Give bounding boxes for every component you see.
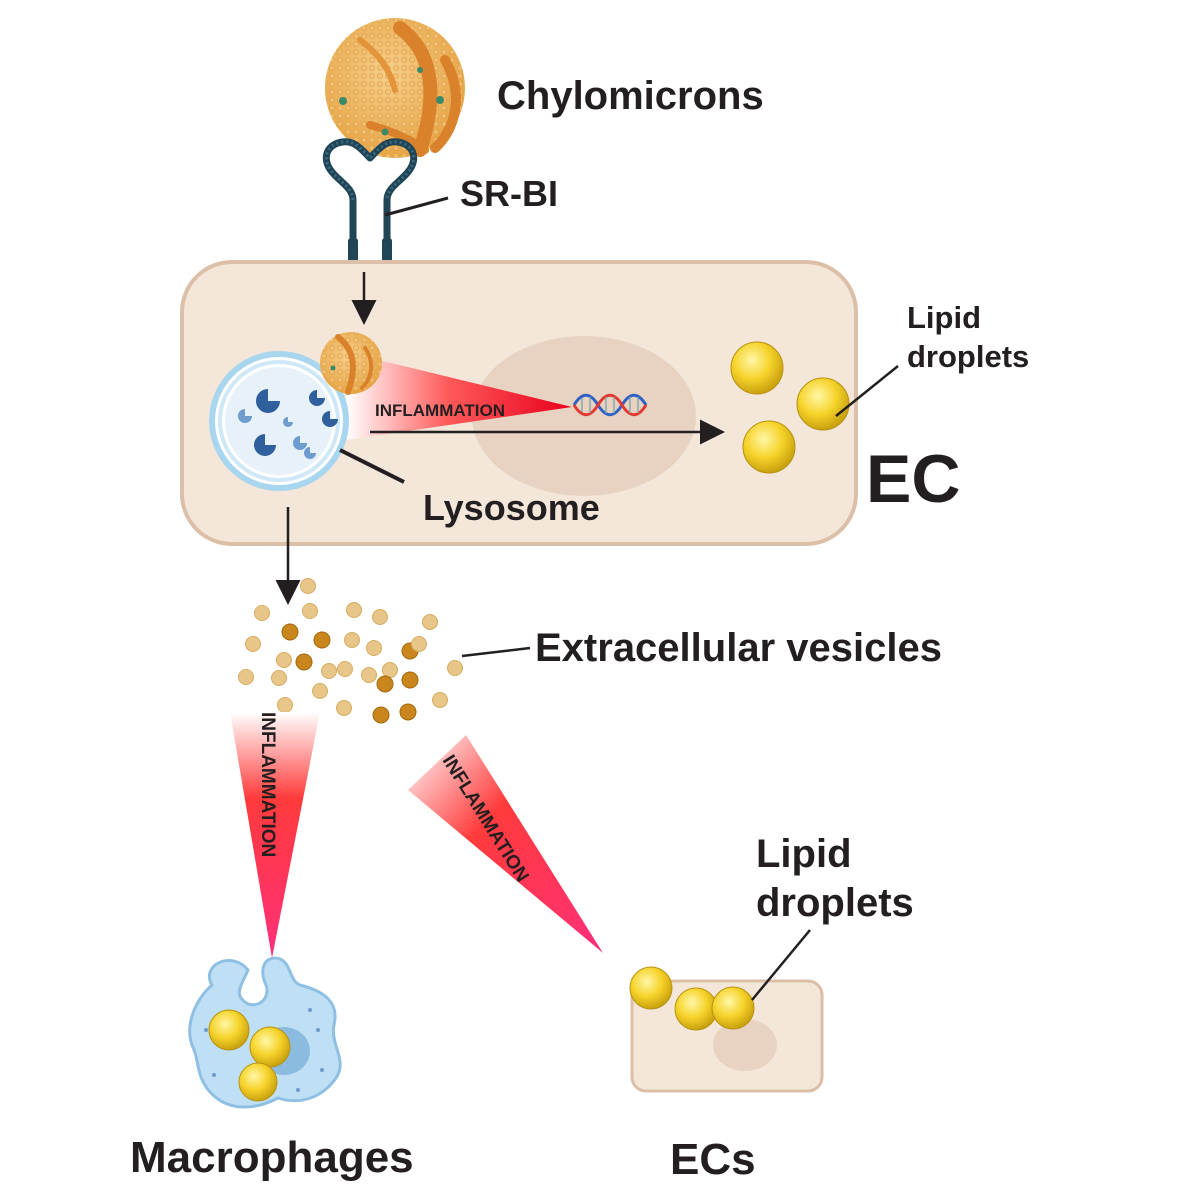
lipid-droplets-top-label-line2: droplets bbox=[907, 339, 1029, 374]
sr-bi-receptor bbox=[322, 138, 418, 270]
macrophages-label: Macrophages bbox=[130, 1133, 414, 1182]
inflammation-label-macrophage: INFLAMMATION bbox=[257, 712, 278, 857]
vesicle bbox=[254, 605, 270, 621]
chylomicron-particle bbox=[325, 18, 465, 158]
vesicle bbox=[271, 670, 287, 686]
extracellular-vesicles bbox=[238, 578, 463, 724]
vesicle bbox=[277, 697, 293, 713]
vesicle bbox=[300, 578, 316, 594]
vesicle bbox=[321, 663, 337, 679]
lysosome-enzymes bbox=[238, 389, 338, 459]
vesicle bbox=[411, 636, 427, 652]
lipid-droplets-bottom-label-line1: Lipid bbox=[756, 832, 852, 876]
vesicle bbox=[372, 609, 388, 625]
vesicle bbox=[447, 660, 463, 676]
vesicle bbox=[376, 675, 394, 693]
inflammation-wedge-macrophage bbox=[230, 712, 320, 958]
vesicle bbox=[295, 653, 313, 671]
vesicle bbox=[238, 669, 254, 685]
lysosome-label: Lysosome bbox=[423, 487, 600, 528]
vesicle bbox=[399, 703, 417, 721]
ec-label: EC bbox=[866, 441, 960, 517]
sr-bi-leader-line bbox=[384, 196, 449, 217]
vesicle bbox=[432, 692, 448, 708]
vesicle bbox=[312, 683, 328, 699]
vesicle bbox=[245, 636, 261, 652]
lipid-droplets-top-label-line1: Lipid bbox=[907, 300, 981, 335]
vesicle bbox=[422, 614, 438, 630]
inflammation-label-ec: INFLAMMATION bbox=[375, 401, 505, 420]
vesicle bbox=[336, 700, 352, 716]
vesicle bbox=[372, 706, 390, 724]
vesicle bbox=[401, 671, 419, 689]
inflammation-wedge-ecs bbox=[408, 735, 603, 953]
sr-bi-label: SR-BI bbox=[460, 173, 558, 214]
vesicle bbox=[281, 623, 299, 641]
vesicle bbox=[302, 603, 318, 619]
vesicle bbox=[313, 631, 331, 649]
lipid-droplets-top-leader bbox=[835, 365, 899, 417]
internalized-chylomicron bbox=[320, 332, 382, 395]
lysosome-leader-line bbox=[339, 448, 405, 484]
ecs-label: ECs bbox=[670, 1135, 756, 1184]
lipid-droplets-bottom-label-line2: droplets bbox=[756, 881, 914, 925]
vesicle bbox=[276, 652, 292, 668]
vesicle bbox=[366, 640, 382, 656]
dna-icon bbox=[572, 393, 648, 417]
extracellular-vesicles-label: Extracellular vesicles bbox=[535, 626, 942, 670]
lipid-droplets-ec bbox=[730, 341, 850, 474]
vesicle bbox=[361, 667, 377, 683]
lipid-droplets-bottom-leader bbox=[751, 929, 811, 1001]
vesicle bbox=[346, 602, 362, 618]
chylomicrons-label: Chylomicrons bbox=[497, 74, 764, 118]
vesicle bbox=[382, 662, 398, 678]
lipid-droplets-ecs bbox=[629, 966, 755, 1031]
ev-leader-line bbox=[461, 646, 531, 658]
inflammation-wedge-ec bbox=[346, 352, 572, 440]
vesicle bbox=[337, 661, 353, 677]
vesicle bbox=[344, 632, 360, 648]
lipid-droplets-macrophage bbox=[208, 1009, 291, 1102]
